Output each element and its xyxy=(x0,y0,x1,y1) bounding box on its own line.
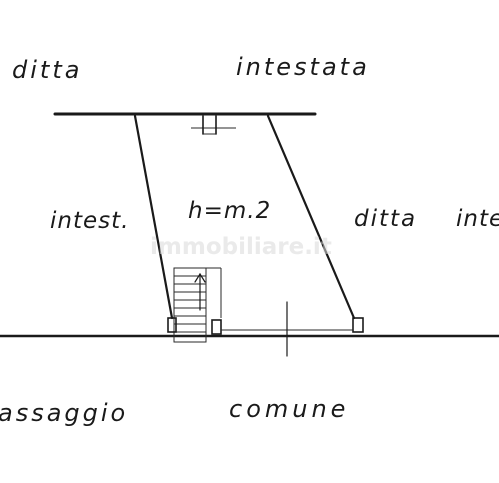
room-left-wall xyxy=(133,114,174,320)
label-right-1: ditta xyxy=(354,206,417,232)
front-wall-openings xyxy=(167,301,364,357)
watermark: immobiliare.it xyxy=(150,234,332,260)
label-right-2: inte xyxy=(456,206,499,232)
label-top-center: intestata xyxy=(236,53,370,81)
label-bottom-center: comune xyxy=(229,395,349,423)
label-left: intest. xyxy=(50,208,129,234)
staircase xyxy=(173,267,222,343)
top-wall-marker xyxy=(191,115,236,135)
label-top-left: ditta xyxy=(12,56,82,84)
label-bottom-left: assaggio xyxy=(0,399,128,427)
label-height: h=m.2 xyxy=(188,198,271,224)
room-right-wall xyxy=(266,114,356,320)
